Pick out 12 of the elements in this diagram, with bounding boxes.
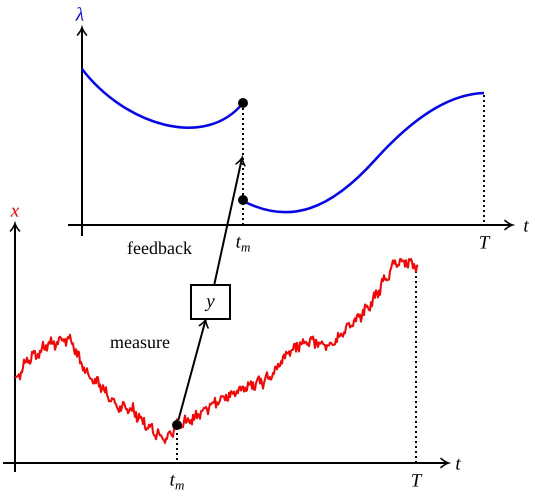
axis-label: t	[523, 216, 529, 236]
tick-label: t$_{m}$	[236, 232, 250, 254]
axis-label: λ	[76, 6, 84, 24]
tick-label: T	[410, 472, 422, 490]
tick-label: T	[478, 234, 490, 252]
dotted-line	[242, 108, 244, 198]
axis-label: t	[455, 454, 461, 474]
edge-label: feedback	[125, 239, 194, 257]
tick-label: t$_{m}$	[170, 470, 184, 492]
variable-box: y	[190, 284, 231, 320]
axis-label: x	[10, 202, 20, 220]
point	[172, 420, 182, 430]
